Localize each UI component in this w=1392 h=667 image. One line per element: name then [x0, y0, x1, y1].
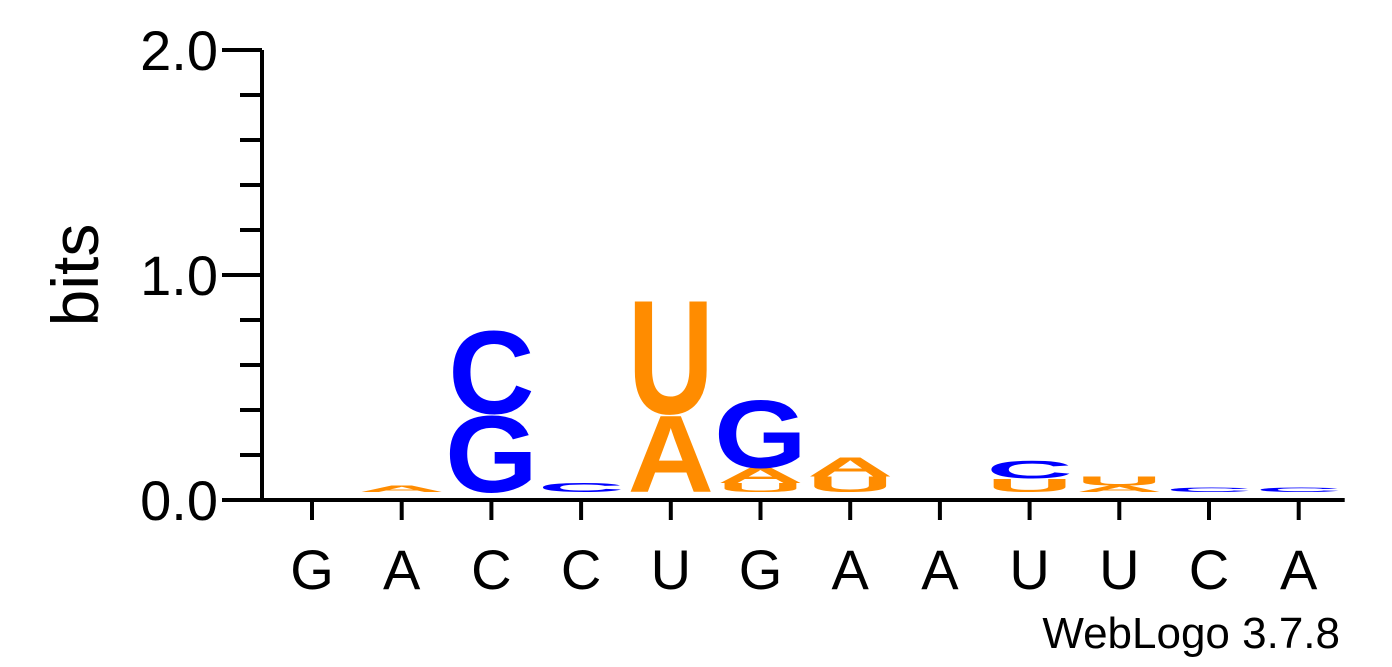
logo-letter-a: A — [807, 451, 893, 482]
x-tick-label: U — [1009, 538, 1049, 601]
letter-stack: C — [538, 481, 624, 495]
logo-letter-u: U — [717, 481, 803, 495]
logo-letter-a: A — [1076, 483, 1162, 494]
logo-letter-u: U — [628, 267, 714, 448]
letter-stack: UAG — [714, 381, 807, 495]
letter-stack: AU — [628, 267, 714, 515]
letter-stack: C — [1166, 486, 1252, 493]
y-tick-label: 2.0 — [140, 19, 218, 82]
logo-letter-g: G — [714, 381, 807, 489]
letter-stack: UA — [807, 451, 893, 497]
logo-letter-c: C — [538, 481, 624, 495]
letter-stack: AU — [1076, 474, 1162, 494]
x-tick-label: C — [1189, 538, 1229, 601]
logo-letter-u: U — [986, 475, 1072, 496]
logo-letter-c: C — [448, 307, 534, 440]
logo-letter-a: A — [717, 463, 803, 487]
y-axis-title: bits — [38, 224, 112, 327]
logo-letter-a: A — [628, 394, 714, 516]
letter-stack: UC — [986, 456, 1072, 496]
weblogo-credit: WebLogo 3.7.8 — [1042, 609, 1340, 658]
x-tick-label: A — [832, 538, 870, 601]
letter-stack: GC — [445, 307, 538, 516]
letter-stack: A — [359, 483, 445, 494]
x-tick-label: C — [561, 538, 601, 601]
logo-letter-c: C — [1256, 486, 1342, 493]
logo-letter-g: G — [445, 394, 538, 516]
logo-letter-u: U — [1076, 474, 1162, 488]
x-tick-label: G — [739, 538, 783, 601]
x-tick-label: A — [383, 538, 421, 601]
x-tick-label: U — [651, 538, 691, 601]
logo-letter-c: C — [1166, 486, 1252, 493]
y-axis: 0.0 1.0 2.0 — [140, 19, 264, 532]
x-tick-label: C — [471, 538, 511, 601]
logo-letter-a: A — [359, 483, 445, 494]
x-tick-label: U — [1099, 538, 1139, 601]
letter-stack: C — [1256, 486, 1342, 493]
y-tick-label: 1.0 — [140, 244, 218, 307]
y-tick-label: 0.0 — [140, 469, 218, 532]
logo-letter-c: C — [986, 456, 1072, 484]
x-tick-label: A — [1280, 538, 1318, 601]
logo-letter-u: U — [807, 472, 893, 496]
x-tick-label: A — [921, 538, 959, 601]
x-tick-label: G — [290, 538, 334, 601]
